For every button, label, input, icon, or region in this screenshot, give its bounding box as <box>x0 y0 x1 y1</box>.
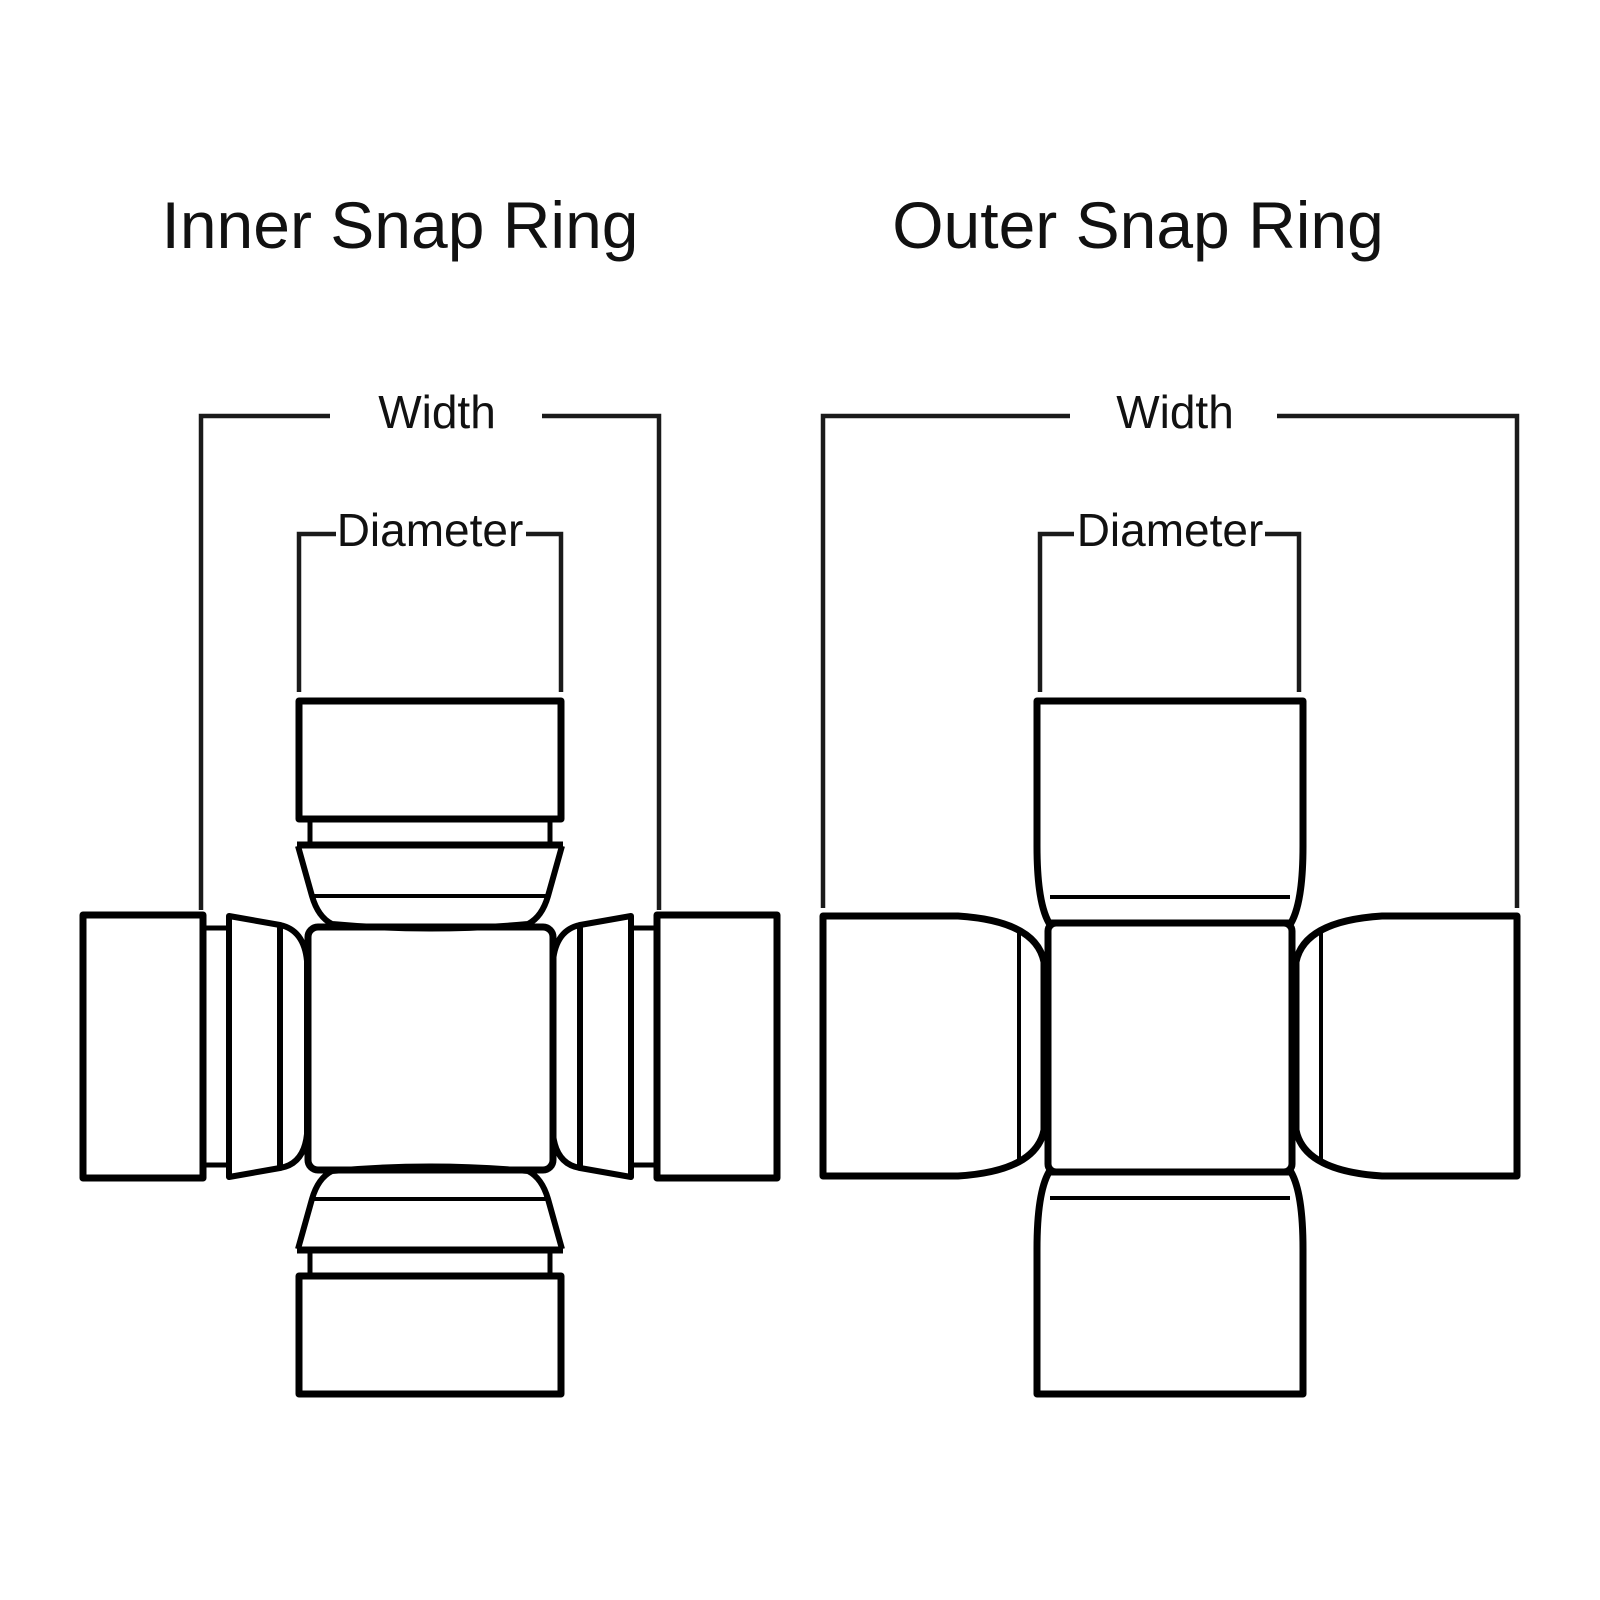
inner-bottom-dust-seal <box>295 1163 565 1250</box>
inner-width-bracket <box>198 413 662 910</box>
outer-width-label: Width <box>1116 386 1234 438</box>
inner-right-snap-ring-groove <box>631 925 657 1168</box>
inner-top-dust-seal <box>295 845 565 932</box>
inner-width-label: Width <box>378 386 496 438</box>
outer-width-bracket <box>820 413 1520 908</box>
outer-left-bearing-cap <box>819 912 1048 1180</box>
inner-left-snap-ring-groove <box>203 925 229 1168</box>
inner-diameter-label: Diameter <box>337 504 524 556</box>
outer-bottom-bearing-cap <box>1033 1168 1307 1398</box>
inner-bottom-bearing-cap <box>295 1272 565 1398</box>
inner-diagram-title: Inner Snap Ring <box>162 188 639 262</box>
inner-snap-ring-diagram: Inner Snap Ring Width Diameter <box>79 188 781 1398</box>
inner-bottom-snap-ring-groove <box>307 1250 553 1276</box>
inner-left-snap-ring <box>226 913 283 1180</box>
outer-snap-ring-diagram: Outer Snap Ring Width Diameter <box>819 188 1521 1398</box>
inner-right-snap-ring <box>577 913 634 1180</box>
outer-top-bearing-cap <box>1033 697 1307 927</box>
inner-diameter-bracket <box>296 531 564 692</box>
inner-right-bearing-cap <box>653 911 781 1182</box>
inner-top-bearing-cap <box>295 697 565 823</box>
outer-center-body <box>1044 919 1296 1176</box>
inner-left-bearing-cap <box>79 911 207 1182</box>
inner-center-body <box>304 923 557 1174</box>
inner-top-snap-ring-groove <box>307 819 553 845</box>
outer-diameter-label: Diameter <box>1077 504 1264 556</box>
outer-diagram-title: Outer Snap Ring <box>892 188 1384 262</box>
outer-diameter-bracket <box>1037 531 1302 692</box>
inner-left-dust-seal <box>279 922 310 1171</box>
outer-right-bearing-cap <box>1292 912 1521 1180</box>
inner-right-dust-seal <box>550 922 581 1171</box>
